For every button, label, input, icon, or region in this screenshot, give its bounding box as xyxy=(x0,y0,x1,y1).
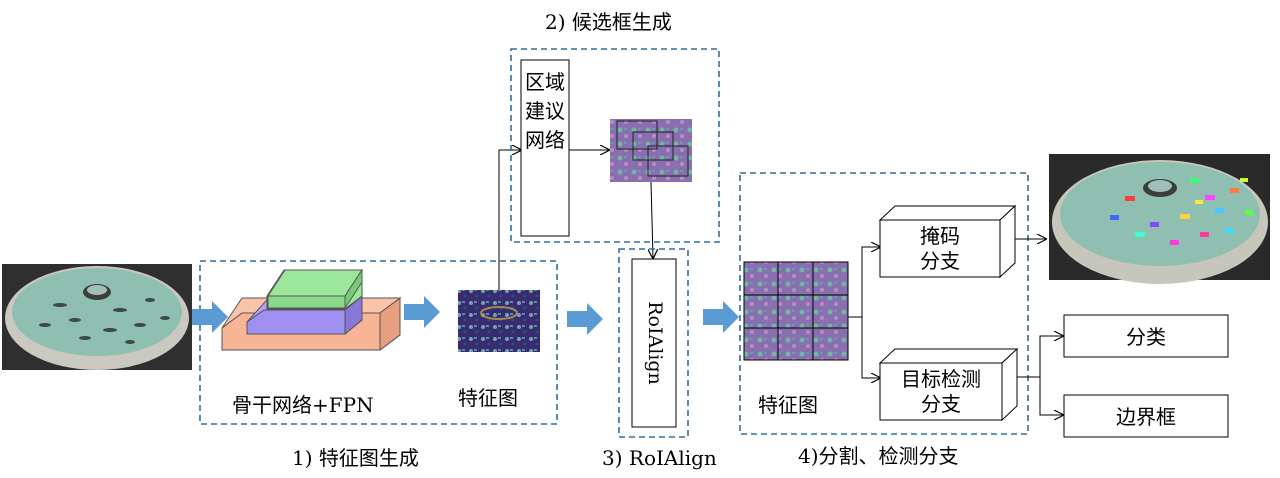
backbone-label: 骨干网络+FPN xyxy=(232,393,374,417)
block-arrow xyxy=(567,303,603,335)
stage2-dashed-box xyxy=(510,48,720,243)
block-arrow xyxy=(192,301,228,333)
stage3-dashed-box xyxy=(618,248,689,438)
block-arrow xyxy=(404,296,440,328)
feature-map-label-2: 特征图 xyxy=(758,393,818,417)
feature-map-grid xyxy=(743,261,849,361)
roialign-box-label: RoIAlign xyxy=(632,259,676,427)
block-arrow xyxy=(703,301,739,333)
proposal-box xyxy=(647,145,689,177)
input-image xyxy=(2,264,192,370)
bbox-box xyxy=(1063,394,1229,438)
output-image xyxy=(1049,154,1270,284)
stage1-title: 1) 特征图生成 xyxy=(292,446,419,470)
det-label-line1: 目标检测 xyxy=(901,367,981,391)
feature-map-image-1 xyxy=(458,290,540,352)
stage3-title: 3) RoIAlign xyxy=(602,446,717,470)
bbox-label: 边界框 xyxy=(1116,405,1176,429)
connector-to-classify xyxy=(1017,336,1063,378)
rpn-box-label: 区域建议网络 xyxy=(525,70,565,152)
feature-map-highlight xyxy=(480,306,518,320)
connector-to-roialign xyxy=(651,181,653,258)
roialign-text: RoIAlign xyxy=(643,301,666,385)
proposal-feature-map xyxy=(610,119,692,182)
stage2-title: 2) 候选框生成 xyxy=(545,10,672,34)
classify-box xyxy=(1063,314,1229,358)
proposal-box xyxy=(616,120,658,150)
roialign-box xyxy=(631,258,677,428)
stage4-dashed-box xyxy=(739,172,1029,435)
detection-branch-box xyxy=(878,347,1019,422)
connector-to-detection xyxy=(861,317,880,378)
mask-branch-box xyxy=(878,204,1017,279)
connector-to-bbox xyxy=(1039,377,1063,415)
classify-label: 分类 xyxy=(1126,325,1166,349)
mask-label-line1: 掩码 xyxy=(920,224,960,248)
stage4-title: 4)分割、检测分支 xyxy=(798,444,959,468)
connector-to-mask xyxy=(848,247,880,318)
rpn-box xyxy=(520,59,570,237)
mask-label-line2: 分支 xyxy=(920,249,960,273)
fpn-top-layer xyxy=(267,268,363,310)
feature-map-label-1: 特征图 xyxy=(458,386,518,410)
det-label-line2: 分支 xyxy=(921,392,961,416)
mask-branch-label: 掩码 分支 xyxy=(880,224,1000,274)
detection-branch-label: 目标检测 分支 xyxy=(880,367,1002,417)
connector-to-rpn xyxy=(498,150,521,290)
